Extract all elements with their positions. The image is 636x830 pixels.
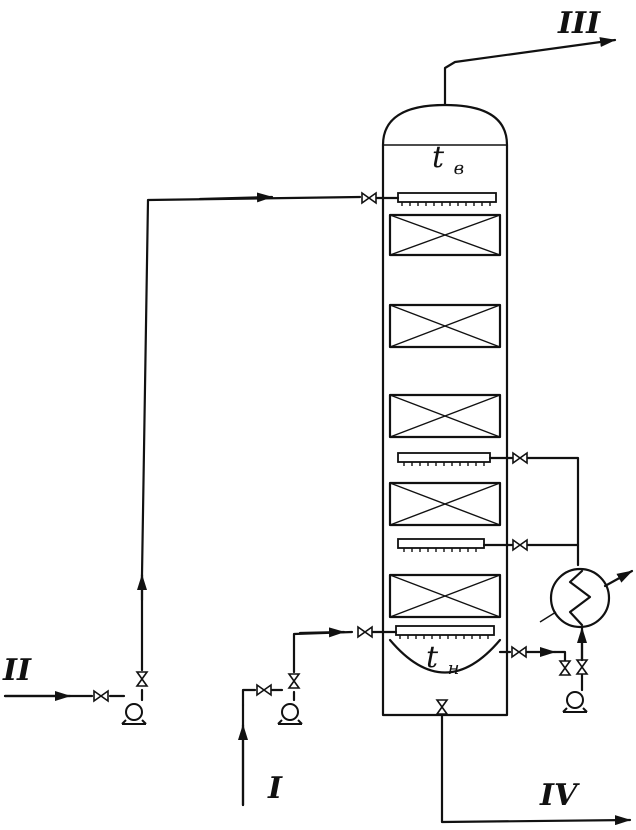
label-top-temperature: t в	[432, 140, 464, 179]
packing-bed-4	[388, 481, 502, 527]
label-stream-3: III	[557, 6, 601, 41]
label-stream-2: II	[2, 653, 32, 688]
circulation-loop	[482, 452, 588, 713]
label-stream-1: I	[267, 771, 283, 806]
stream-4-line	[436, 699, 632, 826]
packing-bed-1	[388, 213, 502, 257]
distributor-intermediate-2	[397, 538, 485, 552]
label-bottom-temperature: t н	[426, 640, 459, 679]
label-top-temperature-sub: в	[454, 158, 464, 179]
label-stream-4: IV	[539, 778, 580, 813]
distributor-bottom	[395, 625, 495, 639]
label-top-temperature-main: t	[432, 140, 445, 175]
stream-2-line	[3, 192, 400, 725]
sump-curve	[388, 638, 502, 674]
distributor-top	[397, 192, 497, 206]
stream-3-line	[443, 37, 617, 107]
stream-1-line	[238, 626, 398, 807]
packing-bed-5	[388, 573, 502, 619]
heat-exchanger	[539, 567, 634, 629]
packing-bed-3	[388, 393, 502, 439]
distributor-intermediate-1	[397, 452, 491, 466]
packing-bed-2	[388, 303, 502, 349]
label-bottom-temperature-main: t	[426, 640, 439, 675]
label-bottom-temperature-sub: н	[448, 658, 460, 679]
